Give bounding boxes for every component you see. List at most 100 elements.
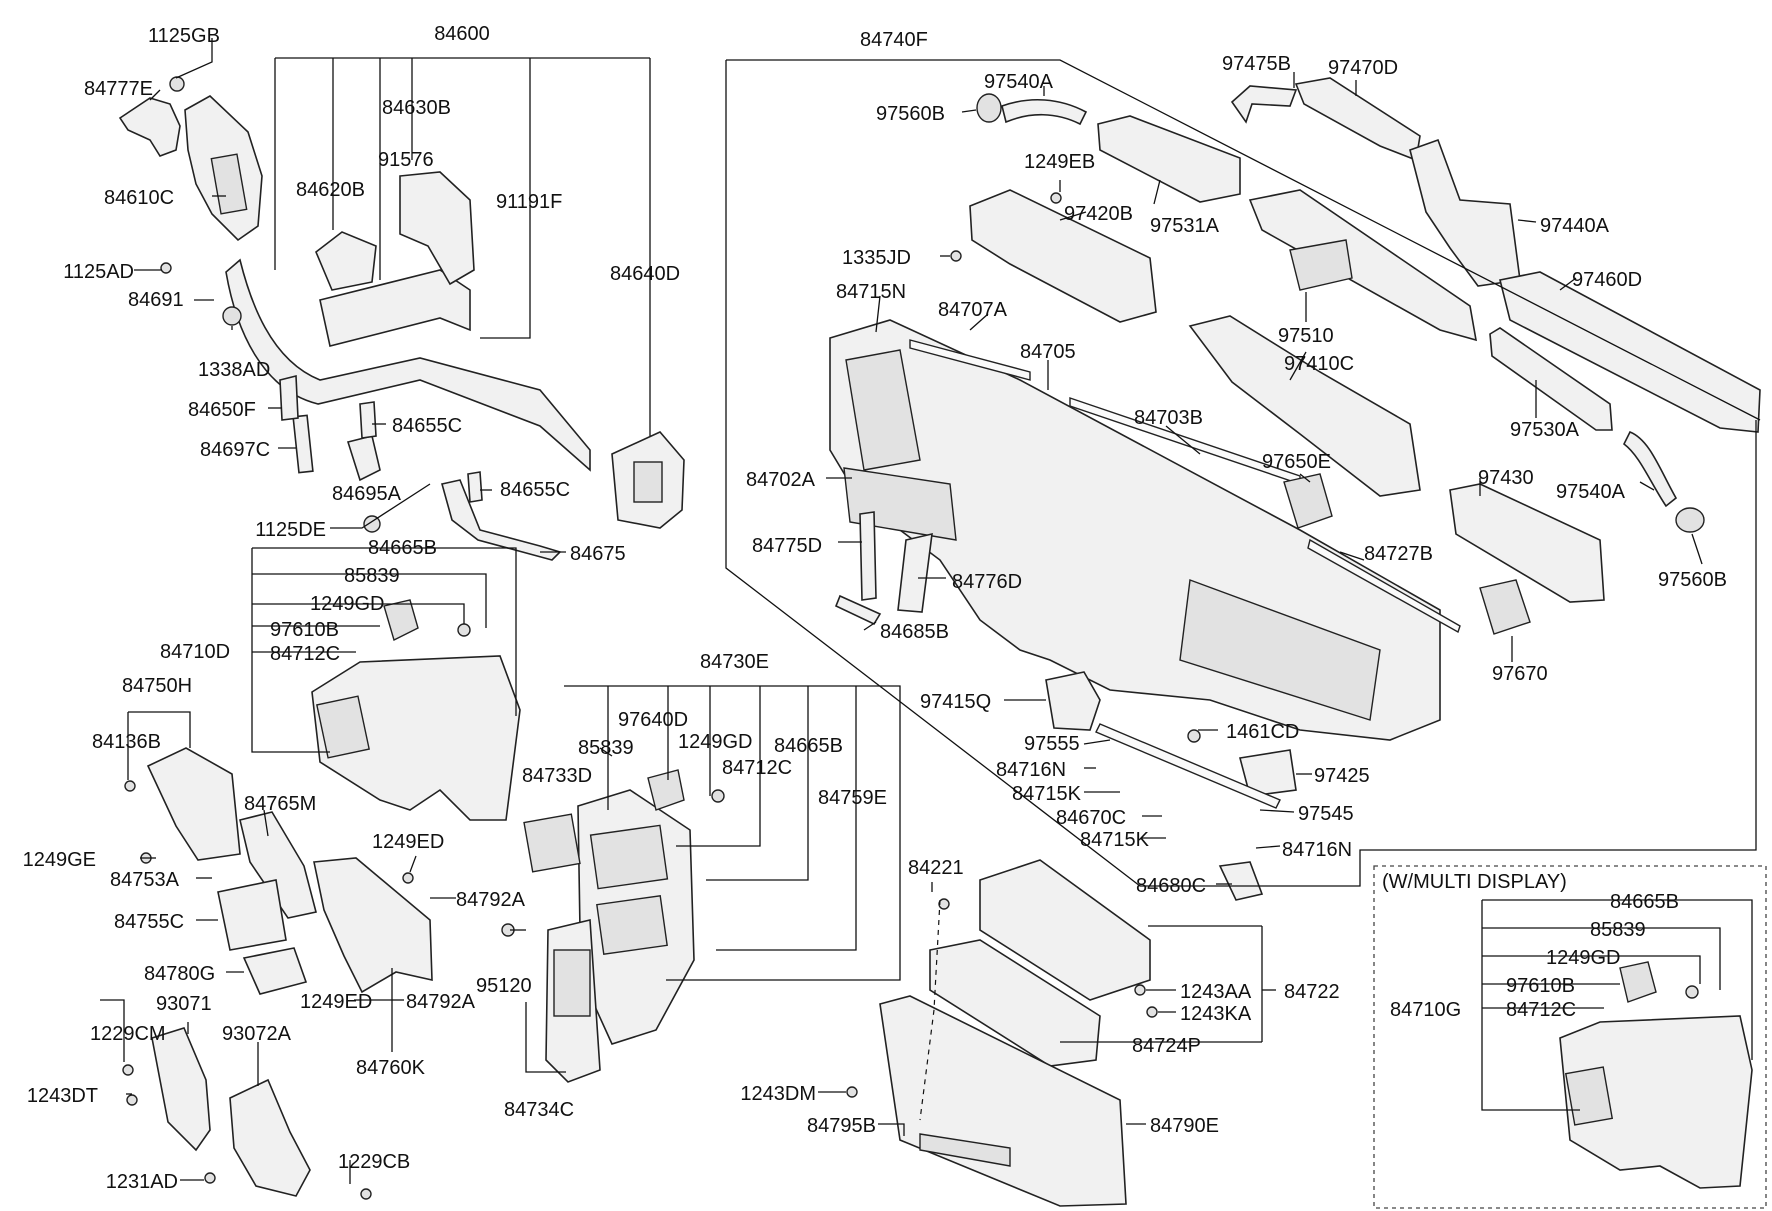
- label-1229CB: 1229CB: [338, 1151, 410, 1173]
- leader-lines: [100, 38, 1761, 1184]
- label-84675: 84675: [570, 543, 626, 565]
- multi-display-inset-frame: [1373, 865, 1767, 1209]
- label-84755C: 84755C: [114, 911, 184, 933]
- bracket-84640D-window: [633, 461, 663, 503]
- label-97420B: 97420B: [1064, 203, 1133, 225]
- cowl-cross-bar-84600: [225, 258, 591, 472]
- label-97640D: 97640D: [618, 709, 688, 731]
- bracket-84775D: [859, 511, 877, 601]
- vent-97610B-2: [1619, 961, 1657, 1003]
- label-84765M: 84765M: [244, 793, 316, 815]
- label-1231AD: 1231AD: [106, 1171, 178, 1193]
- label-1249GD-2: 1249GD: [678, 731, 753, 753]
- label-97440A: 97440A: [1540, 215, 1610, 237]
- bracket-84776D: [897, 532, 933, 613]
- label-84715N: 84715N: [836, 281, 906, 303]
- label-97610B-2: 97610B: [1506, 975, 1575, 997]
- duct-97470D: [1294, 77, 1421, 162]
- label-84697C: 84697C: [200, 439, 270, 461]
- label-84640D: 84640D: [610, 263, 680, 285]
- screw-84136B: [124, 780, 136, 792]
- screw-1243AA: [1134, 984, 1146, 996]
- label-1243DM: 1243DM: [740, 1083, 816, 1105]
- panel-84760K: [313, 857, 433, 994]
- label-84665B-1: 84665B: [368, 537, 437, 559]
- label-84136B: 84136B: [92, 731, 161, 753]
- label-1243DT: 1243DT: [27, 1085, 98, 1107]
- label-97610B-1: 97610B: [270, 619, 339, 641]
- screw-1125GB: [169, 76, 185, 92]
- clip-1335JD: [950, 250, 962, 262]
- duct-97530A: [1489, 327, 1613, 431]
- label-84715K-1: 84715K: [1012, 783, 1082, 805]
- label-97560B-1: 97560B: [876, 103, 945, 125]
- bracket-84777E: [118, 97, 181, 157]
- label-84712C-3: 84712C: [1506, 999, 1576, 1021]
- cover-84750H: [146, 747, 241, 861]
- label-1249GD-3: 1249GD: [1546, 947, 1621, 969]
- label-1249GE: 1249GE: [23, 849, 96, 871]
- plug-1461CD: [1187, 729, 1201, 743]
- label-97555: 97555: [1024, 733, 1080, 755]
- label-84685B: 84685B: [880, 621, 949, 643]
- bezel-84734C-screen: [553, 949, 591, 1017]
- label-84780G: 84780G: [144, 963, 215, 985]
- panel-84710D-vents: [316, 695, 370, 759]
- crash-pad-84740F-cluster: [845, 349, 921, 471]
- screw-1243DT: [126, 1094, 138, 1106]
- duct-97510-center: [1289, 239, 1353, 291]
- bracket-84695A: [346, 435, 381, 482]
- label-84715K-2: 84715K: [1080, 829, 1150, 851]
- label-84670C: 84670C: [1056, 807, 1126, 829]
- label-84727B: 84727B: [1364, 543, 1433, 565]
- label-84733D: 84733D: [522, 765, 592, 787]
- panel-84730E-slot-b: [596, 894, 668, 956]
- label-84630B: 84630B: [382, 97, 451, 119]
- crash-pad-84740F-glovebox-recess: [1179, 579, 1381, 721]
- screw-1243KA: [1146, 1006, 1158, 1018]
- label-97415Q: 97415Q: [920, 691, 991, 713]
- label-84792A-2: 84792A: [406, 991, 476, 1013]
- label-91576: 91576: [378, 149, 434, 171]
- part-labels: 84600 1125GB 84777E 84630B 91576 84620B …: [23, 23, 1727, 1193]
- label-97530A: 97530A: [1510, 419, 1580, 441]
- strip-84707A: [909, 339, 1031, 381]
- label-85839-1: 85839: [344, 565, 400, 587]
- label-97460D: 97460D: [1572, 269, 1642, 291]
- label-1125GB: 1125GB: [148, 25, 220, 47]
- label-84777E: 84777E: [84, 78, 153, 100]
- panel-84710G: [1559, 1015, 1753, 1189]
- label-84760K: 84760K: [356, 1057, 426, 1079]
- tray-84780G: [242, 947, 308, 995]
- glove-box-84724P: [929, 939, 1101, 1067]
- label-84650F: 84650F: [188, 399, 256, 421]
- label-1249ED-2: 1249ED: [300, 991, 372, 1013]
- label-84734C: 84734C: [504, 1099, 574, 1121]
- screw-1125AD: [160, 262, 172, 274]
- label-84740F: 84740F: [860, 29, 928, 51]
- strip-84727B: [1307, 538, 1461, 634]
- label-97650E: 97650E: [1262, 451, 1331, 473]
- grille-84733D: [523, 813, 581, 873]
- label-97510: 97510: [1278, 325, 1334, 347]
- label-97475B: 97475B: [1222, 53, 1291, 75]
- bracket-84620B: [315, 231, 377, 291]
- label-84702A: 84702A: [746, 469, 816, 491]
- label-95120: 95120: [476, 975, 532, 997]
- bracket-84610C-window: [210, 153, 248, 215]
- label-97425: 97425: [1314, 765, 1370, 787]
- shroud-93071: [151, 1027, 211, 1152]
- beam-84600-upper: [319, 269, 471, 347]
- label-84716N-2: 84716N: [1282, 839, 1352, 861]
- panel-84730E-slot-a: [589, 824, 669, 890]
- label-1243AA: 1243AA: [1180, 981, 1252, 1003]
- vent-97650E: [1283, 473, 1333, 529]
- shroud-93072A: [229, 1078, 311, 1197]
- panel-84765M: [239, 811, 317, 919]
- label-84775D: 84775D: [752, 535, 822, 557]
- screw-1249EB: [1050, 192, 1062, 204]
- screw-1249GD-1: [457, 623, 471, 637]
- label-85839-3: 85839: [1590, 919, 1646, 941]
- duct-97510: [1248, 189, 1478, 342]
